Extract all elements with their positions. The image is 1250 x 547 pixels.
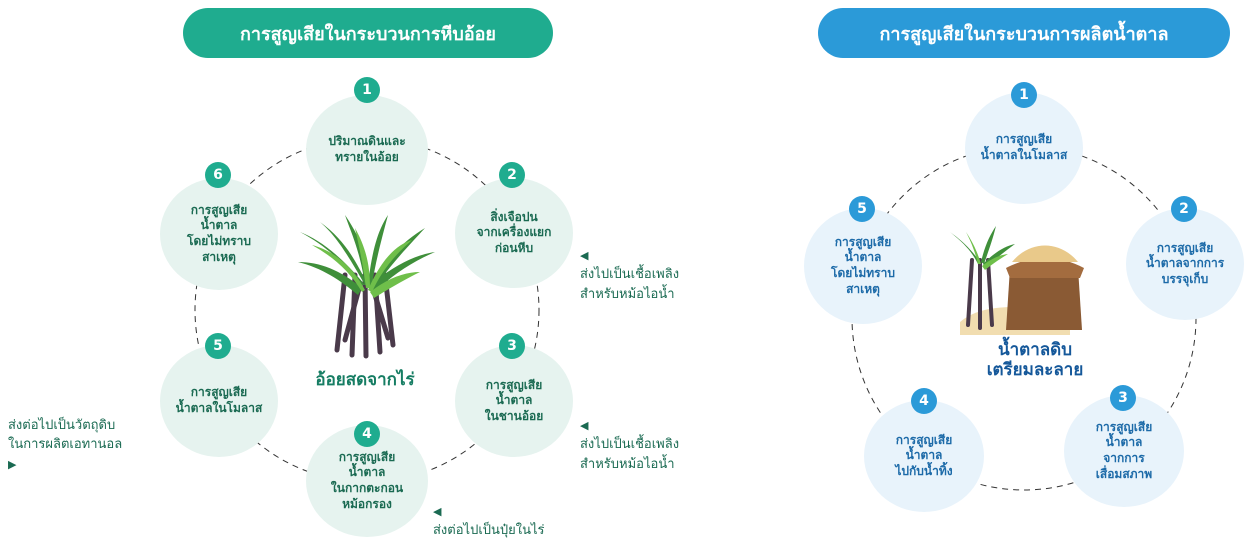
sugar-sack-illustration <box>950 226 1084 335</box>
left-node-6-badge: 6 <box>205 162 231 188</box>
left-node-1-badge: 1 <box>354 77 380 103</box>
pointer-left-icon: ◀ <box>580 248 589 262</box>
left-section-title: การสูญเสียในกระบวนการหีบอ้อย <box>183 8 553 58</box>
right-node-3: การสูญเสีย น้ำตาล จากการ เสื่อมสภาพ <box>1064 395 1184 507</box>
note-text: ส่งต่อไปเป็นปุ๋ยในไร่ <box>433 523 545 538</box>
left-node-3-badge: 3 <box>499 333 525 359</box>
right-center-label: น้ำตาลดิบ เตรียมละลาย <box>986 340 1084 381</box>
right-node-4: การสูญเสีย น้ำตาล ไปกับน้ำทิ้ง <box>864 400 984 512</box>
note-text: ส่งไปเป็นเชื้อเพลิง สำหรับหม้อไอน้ำ <box>580 267 680 302</box>
right-node-2: การสูญเสีย น้ำตาลจากการ บรรจุเก็บ <box>1126 208 1244 320</box>
note-node-3: ◀ ส่งไปเป็นเชื้อเพลิง สำหรับหม้อไอน้ำ <box>580 396 679 474</box>
right-node-3-badge: 3 <box>1110 385 1136 411</box>
note-node-4: ◀ ส่งต่อไปเป็นปุ๋ยในไร่ <box>433 482 545 541</box>
note-text: ส่งไปเป็นเชื้อเพลิง สำหรับหม้อไอน้ำ <box>580 437 680 472</box>
right-node-2-badge: 2 <box>1171 196 1197 222</box>
left-node-2-badge: 2 <box>499 162 525 188</box>
pointer-left-icon: ◀ <box>580 418 589 432</box>
left-node-1: ปริมาณดินและ ทรายในอ้อย <box>306 95 428 205</box>
left-node-5-badge: 5 <box>205 333 231 359</box>
left-center-label: อ้อยสดจากไร่ <box>315 370 415 390</box>
right-node-1: การสูญเสีย น้ำตาลในโมลาส <box>965 92 1083 204</box>
left-node-4-badge: 4 <box>354 421 380 447</box>
right-node-1-badge: 1 <box>1011 82 1037 108</box>
note-node-2: ◀ ส่งไปเป็นเชื้อเพลิง สำหรับหม้อไอน้ำ <box>580 226 679 304</box>
pointer-left-icon: ◀ <box>433 504 442 518</box>
left-node-6: การสูญเสีย น้ำตาล โดยไม่ทราบ สาเหตุ <box>160 178 278 290</box>
note-text: ส่งต่อไปเป็นวัตถุดิบ ในการผลิตเอทานอล <box>8 417 123 453</box>
note-node-5: ส่งต่อไปเป็นวัตถุดิบ ในการผลิตเอทานอล ▶ <box>8 396 122 474</box>
right-section-title: การสูญเสียในกระบวนการผลิตน้ำตาล <box>818 8 1230 58</box>
right-node-5: การสูญเสีย น้ำตาล โดยไม่ทราบ สาเหตุ <box>804 208 922 324</box>
left-node-3: การสูญเสีย น้ำตาล ในชานอ้อย <box>455 345 573 457</box>
right-node-5-badge: 5 <box>849 196 875 222</box>
left-node-2: สิ่งเจือปน จากเครื่องแยก ก่อนหีบ <box>455 178 573 288</box>
right-node-4-badge: 4 <box>911 388 937 414</box>
pointer-right-icon: ▶ <box>8 457 17 471</box>
sugarcane-illustration <box>298 215 435 359</box>
left-node-5: การสูญเสีย น้ำตาลในโมลาส <box>160 345 278 457</box>
